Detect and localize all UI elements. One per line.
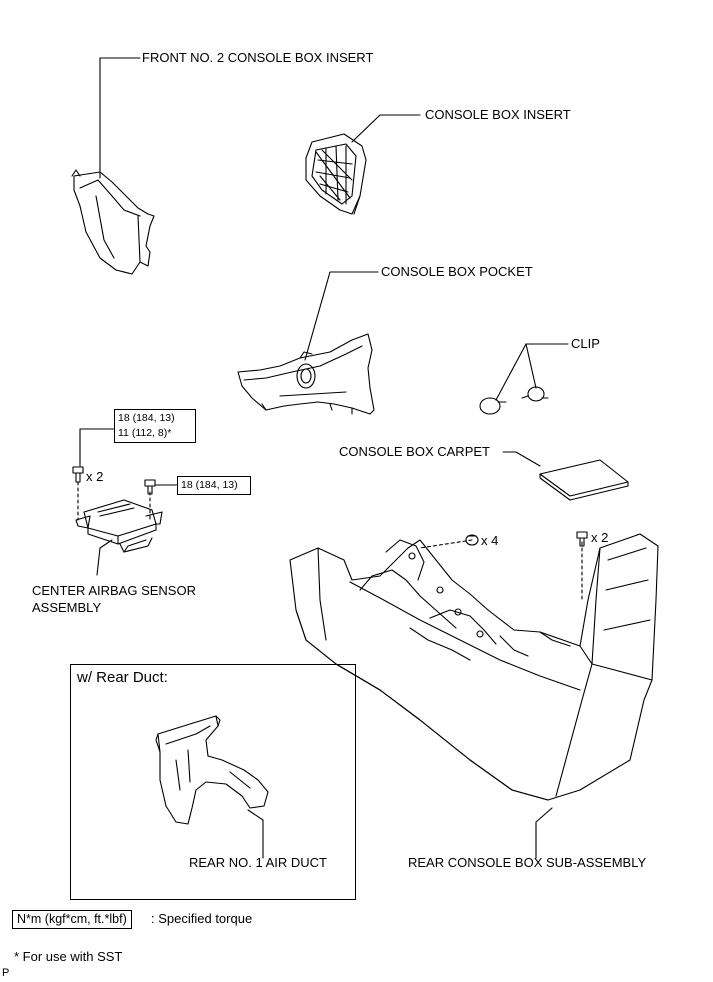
label-rear-console-box: REAR CONSOLE BOX SUB-ASSEMBLY xyxy=(408,855,647,870)
inset-title: w/ Rear Duct: xyxy=(77,669,168,686)
label-clip: CLIP xyxy=(571,336,600,351)
torque-box-2-value: 18 (184, 13) xyxy=(181,479,238,491)
qty-bolt-left: x 2 xyxy=(86,469,104,484)
bolt-mid xyxy=(144,479,156,495)
label-front-no2-console-box-insert: FRONT NO. 2 CONSOLE BOX INSERT xyxy=(142,50,374,65)
torque-box-1-line1: 18 (184, 13) xyxy=(118,412,175,424)
qty-bolt-right: x 2 xyxy=(591,530,609,545)
qty-clip-center: x 4 xyxy=(481,533,499,548)
torque-box-2: 18 (184, 13) xyxy=(177,476,251,495)
rear-duct-inset: w/ Rear Duct: xyxy=(70,664,356,900)
label-center-airbag-sensor-line1: CENTER AIRBAG SENSOR xyxy=(32,583,196,598)
sst-footnote: * For use with SST xyxy=(14,949,123,964)
console-box-pocket-part xyxy=(237,333,375,415)
leader-lines xyxy=(77,57,583,859)
clip-center xyxy=(465,534,479,546)
front-no2-console-box-insert-part xyxy=(71,169,155,275)
console-box-insert-part xyxy=(305,133,367,215)
bolt-left xyxy=(72,466,84,483)
torque-box-1: 18 (184, 13) 11 (112, 8)* xyxy=(114,409,196,443)
rear-console-box-part xyxy=(289,533,659,801)
torque-unit-box: N*m (kgf*cm, ft.*lbf) xyxy=(12,910,132,929)
label-console-box-pocket: CONSOLE BOX POCKET xyxy=(381,264,533,279)
torque-unit-desc: : Specified torque xyxy=(151,911,253,926)
label-rear-no1-air-duct: REAR NO. 1 AIR DUCT xyxy=(189,855,327,870)
torque-box-1-line2: 11 (112, 8)* xyxy=(118,427,172,439)
label-center-airbag-sensor-line2: ASSEMBLY xyxy=(32,600,102,615)
label-console-box-insert: CONSOLE BOX INSERT xyxy=(425,107,571,122)
label-console-box-carpet: CONSOLE BOX CARPET xyxy=(339,444,490,459)
page-mark: P xyxy=(2,967,10,979)
center-airbag-sensor-part xyxy=(75,499,163,553)
clip-part xyxy=(479,386,549,415)
bolt-right xyxy=(576,531,588,547)
rear-no1-air-duct-part xyxy=(155,715,269,825)
console-box-carpet-part xyxy=(539,459,629,501)
